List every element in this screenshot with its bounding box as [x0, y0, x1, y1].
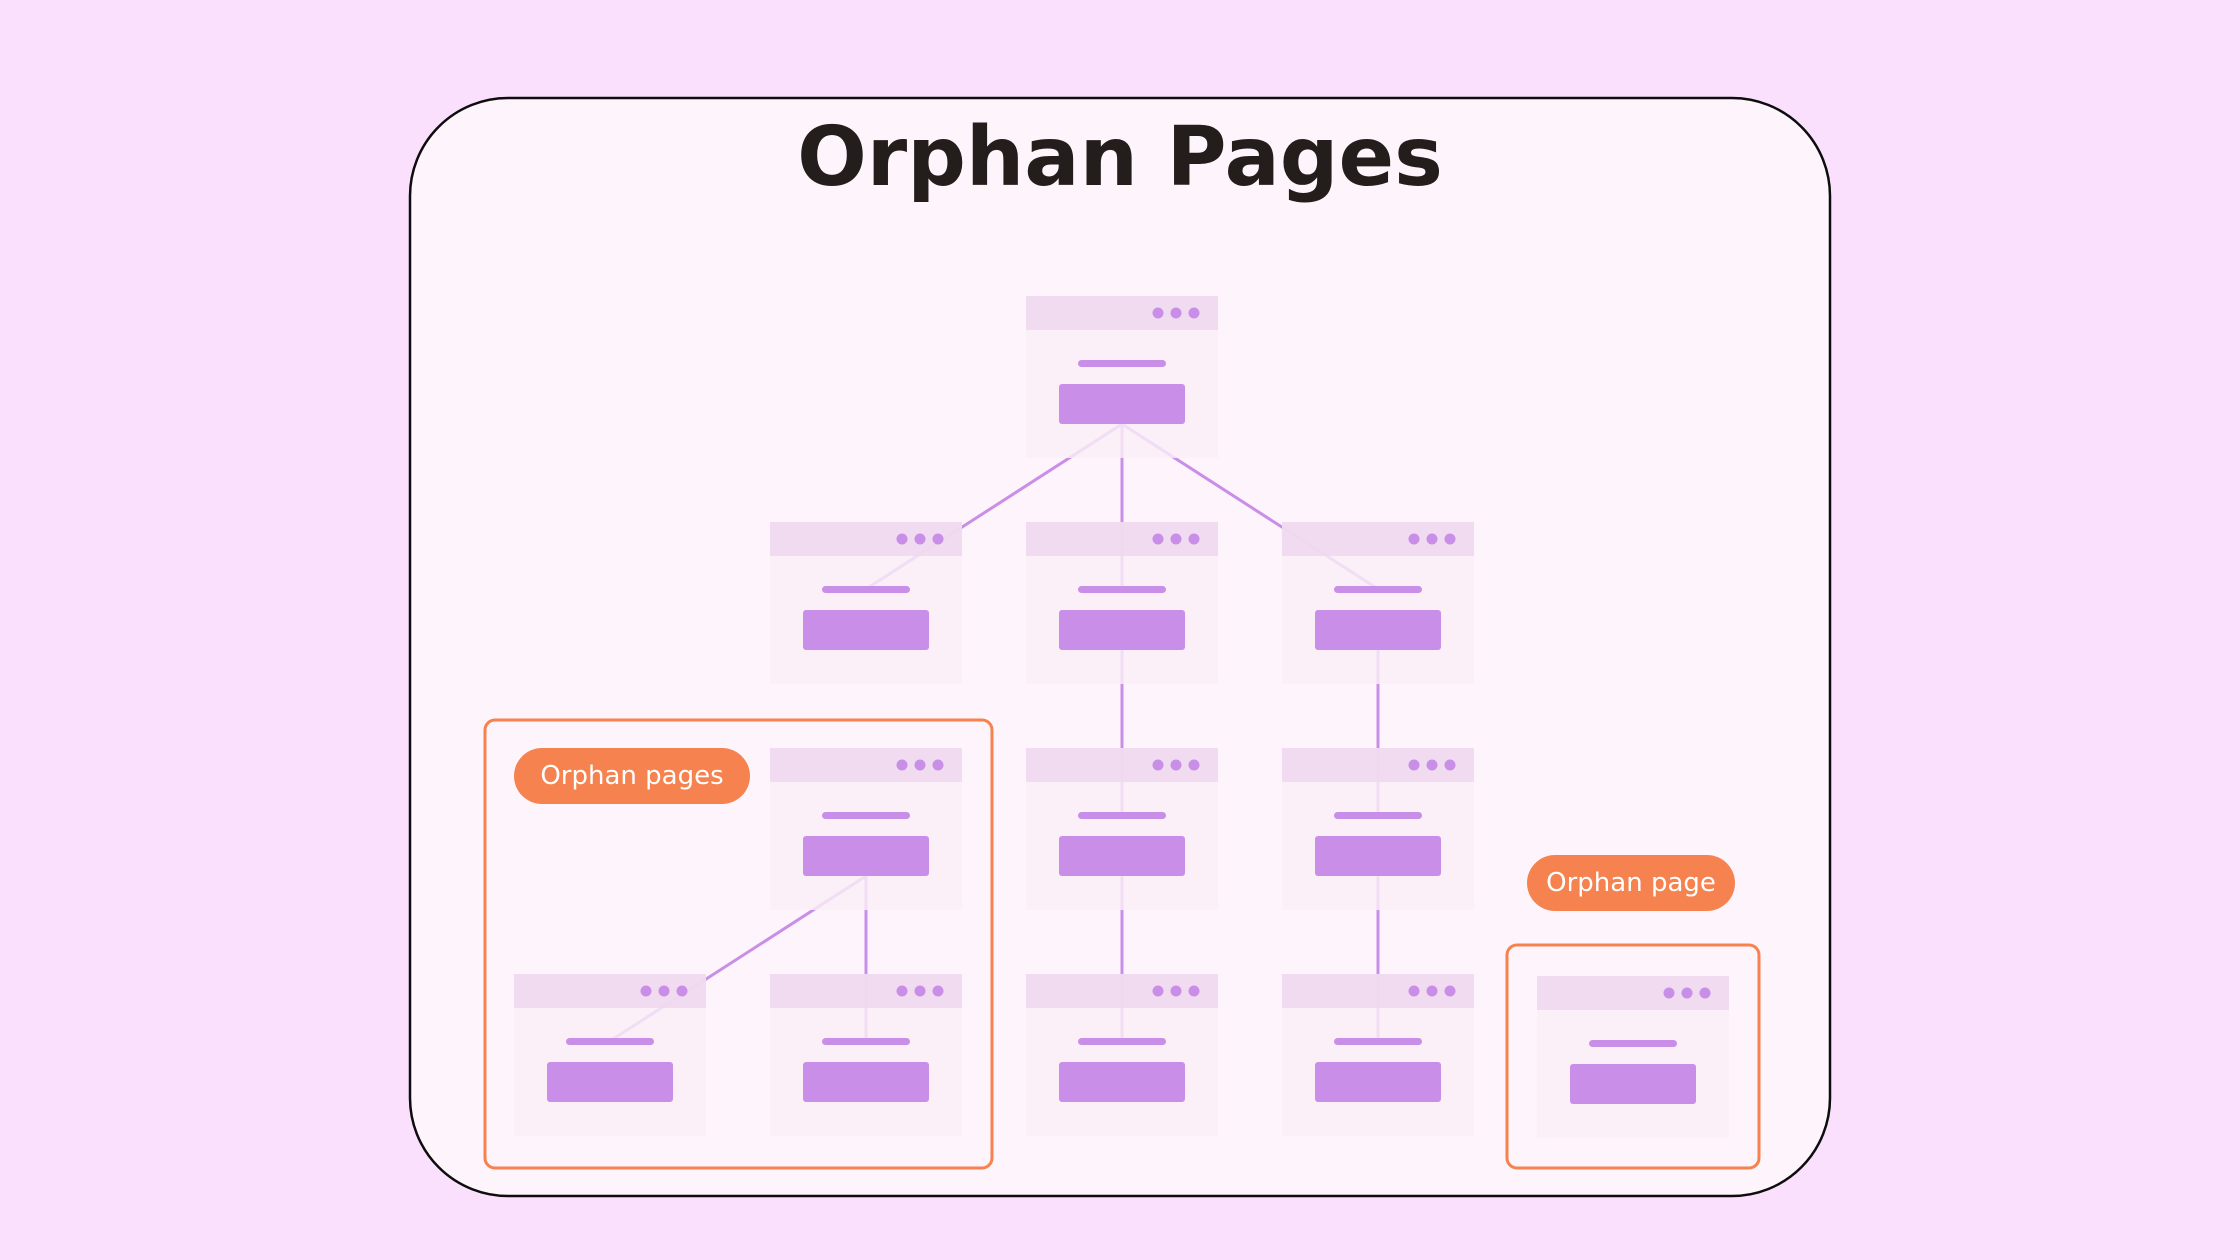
- window-dot-icon: [1444, 533, 1456, 545]
- page-card-l2-center: [1026, 522, 1218, 684]
- page-card-l4-right: [1282, 974, 1474, 1136]
- diagram-title: Orphan Pages: [797, 110, 1443, 205]
- page-content-block: [1059, 836, 1185, 876]
- page-card-orphan-parent: [770, 748, 962, 910]
- window-dot-icon: [896, 985, 908, 997]
- page-card-header: [1282, 748, 1474, 782]
- window-dot-icon: [1170, 985, 1182, 997]
- page-card-l4-center: [1026, 974, 1218, 1136]
- window-dot-icon: [1170, 533, 1182, 545]
- window-dot-icon: [1152, 759, 1164, 771]
- window-dot-icon: [1152, 307, 1164, 319]
- page-title-bar: [1078, 360, 1166, 367]
- page-card-l2-right: [1282, 522, 1474, 684]
- page-card-orphan-child-right: [770, 974, 962, 1136]
- orphan-single-frame: [1505, 943, 1761, 1170]
- page-title-bar: [1334, 586, 1422, 593]
- page-content-block: [1059, 1062, 1185, 1102]
- window-dot-icon: [640, 985, 652, 997]
- page-content-block: [1570, 1064, 1696, 1104]
- window-dot-icon: [932, 759, 944, 771]
- page-content-block: [1059, 384, 1185, 424]
- page-content-block: [803, 1062, 929, 1102]
- page-card-header: [514, 974, 706, 1008]
- window-dot-icon: [1408, 533, 1420, 545]
- window-dot-icon: [1444, 759, 1456, 771]
- window-dot-icon: [1152, 985, 1164, 997]
- window-dot-icon: [1426, 759, 1438, 771]
- page-title-bar: [1589, 1040, 1677, 1047]
- orphan-cluster-frame: [483, 718, 994, 1170]
- page-title-bar: [822, 586, 910, 593]
- window-dot-icon: [658, 985, 670, 997]
- window-dot-icon: [1699, 987, 1711, 999]
- window-dot-icon: [1408, 985, 1420, 997]
- page-card-header: [1026, 522, 1218, 556]
- window-dot-icon: [932, 985, 944, 997]
- window-dot-icon: [1188, 985, 1200, 997]
- page-title-bar: [1078, 586, 1166, 593]
- page-title-bar: [566, 1038, 654, 1045]
- page-card-orphan-single: [1537, 976, 1729, 1138]
- page-card-header: [1026, 748, 1218, 782]
- page-card-root: [1026, 296, 1218, 458]
- window-dot-icon: [932, 533, 944, 545]
- window-dot-icon: [1152, 533, 1164, 545]
- window-dot-icon: [1681, 987, 1693, 999]
- window-dot-icon: [914, 759, 926, 771]
- page-content-block: [1059, 610, 1185, 650]
- orphan-page-badge: Orphan page: [1527, 855, 1735, 911]
- page-title-bar: [1334, 1038, 1422, 1045]
- page-title-bar: [822, 1038, 910, 1045]
- window-dot-icon: [1408, 759, 1420, 771]
- window-dot-icon: [914, 985, 926, 997]
- page-card-header: [1282, 522, 1474, 556]
- window-dot-icon: [914, 533, 926, 545]
- window-dot-icon: [896, 533, 908, 545]
- page-content-block: [803, 836, 929, 876]
- page-title-bar: [1078, 1038, 1166, 1045]
- page-card-header: [1026, 974, 1218, 1008]
- window-dot-icon: [676, 985, 688, 997]
- page-content-block: [803, 610, 929, 650]
- page-card-header: [1282, 974, 1474, 1008]
- window-dot-icon: [1444, 985, 1456, 997]
- window-dot-icon: [1188, 307, 1200, 319]
- page-card-l2-left: [770, 522, 962, 684]
- page-title-bar: [1078, 812, 1166, 819]
- page-card-header: [770, 748, 962, 782]
- window-dot-icon: [1426, 985, 1438, 997]
- page-card-orphan-child-left: [514, 974, 706, 1136]
- page-card-header: [770, 974, 962, 1008]
- page-title-bar: [1334, 812, 1422, 819]
- page-card-l3-center: [1026, 748, 1218, 910]
- page-content-block: [1315, 610, 1441, 650]
- orphan-pages-badge: Orphan pages: [514, 748, 750, 804]
- page-content-block: [1315, 1062, 1441, 1102]
- page-card-header: [1026, 296, 1218, 330]
- window-dot-icon: [1188, 533, 1200, 545]
- page-card-l3-right: [1282, 748, 1474, 910]
- page-content-block: [547, 1062, 673, 1102]
- window-dot-icon: [1170, 307, 1182, 319]
- page-card-header: [1537, 976, 1729, 1010]
- page-title-bar: [822, 812, 910, 819]
- window-dot-icon: [1426, 533, 1438, 545]
- window-dot-icon: [1170, 759, 1182, 771]
- window-dot-icon: [1663, 987, 1675, 999]
- page-content-block: [1315, 836, 1441, 876]
- window-dot-icon: [1188, 759, 1200, 771]
- page-card-header: [770, 522, 962, 556]
- window-dot-icon: [896, 759, 908, 771]
